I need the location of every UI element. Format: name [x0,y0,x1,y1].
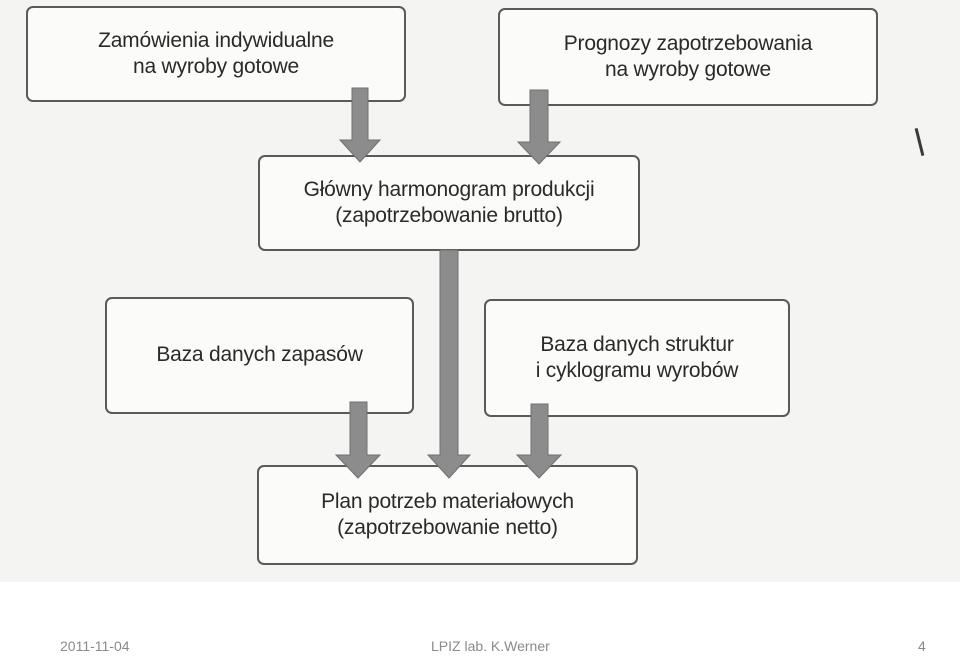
demand-forecast-line2: na wyroby gotowe [604,58,772,81]
demand-forecast-line1: Prognozy zapotrzebowania [563,31,813,55]
individual-orders-line2: na wyroby gotowe [132,55,300,78]
footer-page-number: 4 [918,638,926,654]
product-structure-line2: i cyklogramu wyrobów [535,359,739,382]
master-schedule-line1: Główny harmonogram produkcji [303,177,595,201]
footer-date: 2011-11-04 [60,638,130,654]
product-structure-database-box: Baza danych struktur i cyklogramu wyrobó… [484,299,790,417]
inventory-database-box: Baza danych zapasów [105,297,414,414]
product-structure-line1: Baza danych struktur [540,332,734,356]
footer-title: LPIZ lab. K.Werner [431,638,550,654]
master-schedule-line2: (zapotrzebowanie brutto) [335,204,563,227]
material-plan-line1: Plan potrzeb materiałowych [321,489,574,513]
inventory-database-label: Baza danych zapasów [156,343,363,367]
master-production-schedule-box: Główny harmonogram produkcji (zapotrzebo… [258,155,640,251]
material-plan-line2: (zapotrzebowanie netto) [337,516,558,539]
material-requirements-plan-box: Plan potrzeb materiałowych (zapotrzebowa… [257,465,638,565]
individual-orders-line1: Zamówienia indywidualne [98,28,334,52]
individual-orders-box: Zamówienia indywidualne na wyroby gotowe [26,6,406,102]
demand-forecast-box: Prognozy zapotrzebowania na wyroby gotow… [498,8,878,106]
